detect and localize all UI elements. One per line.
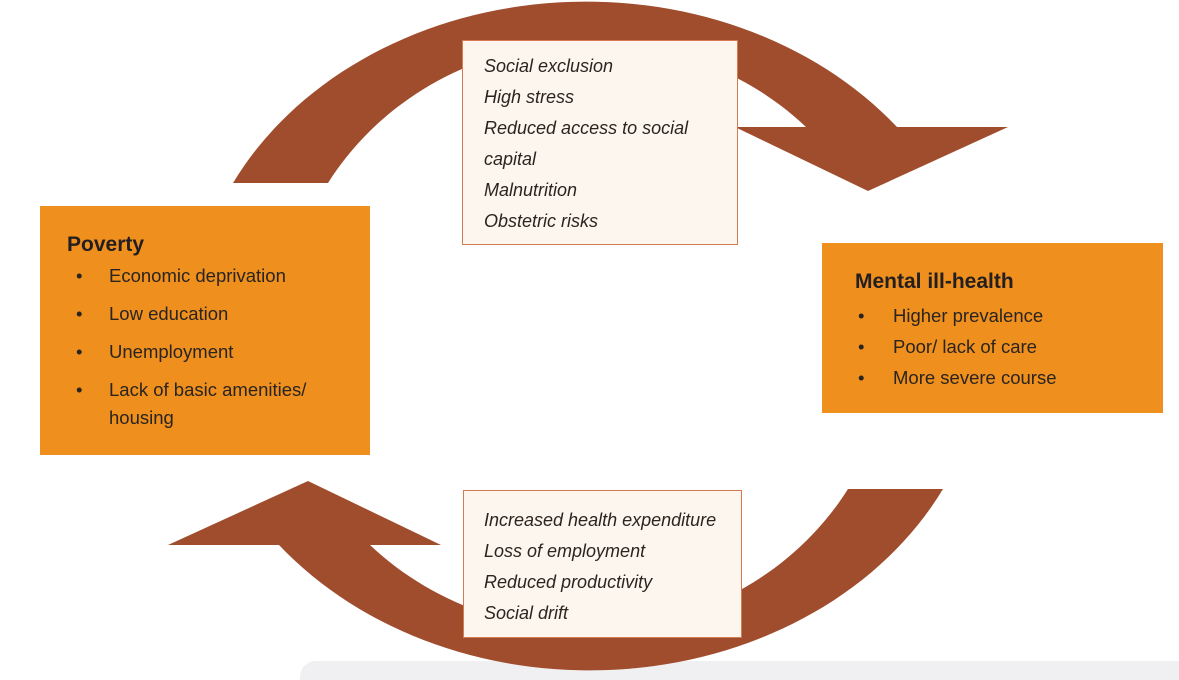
mechanism-label: Reduced access to social capital <box>484 118 689 169</box>
list-item-label: Higher prevalence <box>893 305 1044 326</box>
list-item-label: Unemployment <box>109 341 234 362</box>
poverty-box: Poverty • Economic deprivation • Low edu… <box>40 206 370 455</box>
mental-to-poverty-mechanisms-box: Increased health expenditure Loss of emp… <box>463 490 742 638</box>
bullet-icon: • <box>858 305 865 326</box>
mechanism-label: Increased health expenditure <box>484 510 717 530</box>
list-item-label: Economic deprivation <box>109 265 286 286</box>
mechanism-label: Reduced productivity <box>484 572 653 592</box>
list-item: • Unemployment <box>67 338 352 366</box>
arrow-top-head-icon <box>735 127 1008 191</box>
arrow-bottom-head-icon <box>168 481 441 545</box>
arrow-bottom-band <box>279 489 943 671</box>
mechanism-label: Loss of employment <box>484 541 646 561</box>
list-item: • Higher prevalence <box>855 300 1149 331</box>
list-item: • Lack of basic amenities/ housing <box>67 376 352 432</box>
mechanism-label: High stress <box>484 87 575 107</box>
poverty-box-title: Poverty <box>67 233 145 256</box>
mechanism-label: Social exclusion <box>484 56 614 76</box>
mechanism-label: Obstetric risks <box>484 211 599 231</box>
bullet-icon: • <box>76 379 83 400</box>
mental-ill-health-box: Mental ill-health • Higher prevalence • … <box>822 243 1163 413</box>
bullet-icon: • <box>76 341 83 362</box>
bullet-icon: • <box>858 367 865 388</box>
list-item: • Low education <box>67 300 352 328</box>
list-item-label: Lack of basic amenities/ housing <box>109 379 307 428</box>
page-edge-band <box>300 661 1179 680</box>
poverty-to-mental-mechanisms-box: Social exclusion High stress Reduced acc… <box>462 40 738 245</box>
arrow-mental-ill-health-to-poverty <box>168 481 943 671</box>
mechanism-label: Malnutrition <box>484 180 578 200</box>
list-item: • Economic deprivation <box>67 262 352 290</box>
mental-ill-health-box-title: Mental ill-health <box>855 270 1014 293</box>
mechanism-label: Social drift <box>484 603 569 623</box>
list-item-label: More severe course <box>893 367 1057 388</box>
list-item-label: Low education <box>109 303 229 324</box>
bullet-icon: • <box>76 265 83 286</box>
list-item: • More severe course <box>855 362 1149 393</box>
bullet-icon: • <box>76 303 83 324</box>
list-item-label: Poor/ lack of care <box>893 336 1037 357</box>
list-item: • Poor/ lack of care <box>855 331 1149 362</box>
bullet-icon: • <box>858 336 865 357</box>
